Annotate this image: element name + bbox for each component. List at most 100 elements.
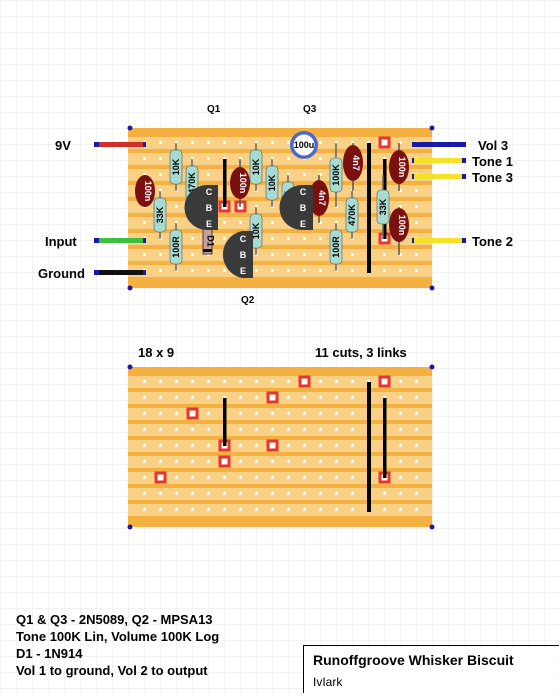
parts-notes: Q1 & Q3 - 2N5089, Q2 - MPSA13 Tone 100K … (16, 611, 219, 679)
hole (287, 396, 290, 399)
resistor-value: 470K (347, 204, 357, 226)
hole (143, 428, 146, 431)
hole (271, 412, 274, 415)
hole (399, 380, 402, 383)
hole (303, 396, 306, 399)
hole (303, 237, 306, 240)
hole (271, 508, 274, 511)
resistor-value: 100R (331, 236, 341, 258)
cap-100n-d-label: 100n (397, 215, 407, 236)
hole (351, 141, 354, 144)
resistor-body (329, 229, 343, 265)
copper-strip (128, 424, 432, 436)
copper-strip (128, 472, 432, 484)
copper-strip (128, 376, 432, 388)
track-cut-hole (157, 474, 164, 481)
wire-tone2 (414, 238, 462, 243)
hole (287, 412, 290, 415)
copper-strip (128, 456, 432, 468)
track-cut-hole (381, 378, 388, 385)
link-2 (367, 143, 371, 273)
hole (399, 492, 402, 495)
hole (287, 253, 290, 256)
resistor-value: 33K (155, 206, 165, 223)
resistor-body (169, 229, 183, 265)
hole (319, 380, 322, 383)
hole (159, 428, 162, 431)
hole (159, 444, 162, 447)
hole (335, 492, 338, 495)
board-corner-dot (429, 364, 435, 370)
resistor-r-100k: 100K (329, 143, 343, 207)
resistor-body (169, 149, 183, 185)
hole (255, 380, 258, 383)
hole (287, 157, 290, 160)
hole (351, 508, 354, 511)
hole (175, 444, 178, 447)
hole (159, 460, 162, 463)
hole (143, 221, 146, 224)
hole (319, 396, 322, 399)
hole (351, 476, 354, 479)
hole (351, 380, 354, 383)
hole (143, 508, 146, 511)
hole (207, 269, 210, 272)
hole (335, 444, 338, 447)
input-label: Input (45, 234, 77, 249)
hole (159, 492, 162, 495)
hole (271, 141, 274, 144)
resistor-body (329, 157, 343, 193)
hole (159, 412, 162, 415)
hole (143, 444, 146, 447)
copper-strip (128, 440, 432, 452)
hole (207, 412, 210, 415)
hole (239, 396, 242, 399)
hole (367, 141, 370, 144)
hole (399, 253, 402, 256)
hole (367, 380, 370, 383)
copper-strip (128, 392, 432, 404)
hole (191, 508, 194, 511)
hole (159, 269, 162, 272)
hole (175, 428, 178, 431)
q3-pin-e: E (300, 219, 306, 229)
hole (319, 492, 322, 495)
hole (399, 508, 402, 511)
hole (383, 269, 386, 272)
hole (143, 173, 146, 176)
project-title: Runoffgroove Whisker Biscuit (313, 652, 514, 668)
tone3-label: Tone 3 (472, 170, 513, 185)
resistor-r-33k-a: 33K (153, 191, 167, 239)
hole (191, 141, 194, 144)
transistors: C B E C B E C B E (184, 185, 313, 278)
board-corner-dot (429, 125, 435, 131)
wire-ground (99, 270, 143, 275)
q3-pin-b: B (300, 203, 307, 213)
hole (223, 396, 226, 399)
hole (319, 173, 322, 176)
hole (207, 460, 210, 463)
hole (271, 269, 274, 272)
hole (303, 412, 306, 415)
hole (271, 237, 274, 240)
hole (223, 492, 226, 495)
hole (239, 221, 242, 224)
hole (159, 189, 162, 192)
hole (159, 157, 162, 160)
q2-pin-e: E (240, 266, 246, 276)
hole (351, 492, 354, 495)
hole (175, 492, 178, 495)
hole (207, 492, 210, 495)
resistor-r-10k-b: 10K (249, 143, 263, 191)
resistor-value: 470K (187, 172, 197, 194)
resistor-body (376, 189, 390, 225)
hole (271, 492, 274, 495)
resistor-body (153, 197, 167, 233)
track-cut-hole (381, 139, 388, 146)
hole (383, 492, 386, 495)
hole (255, 492, 258, 495)
hole (271, 157, 274, 160)
hole (287, 141, 290, 144)
